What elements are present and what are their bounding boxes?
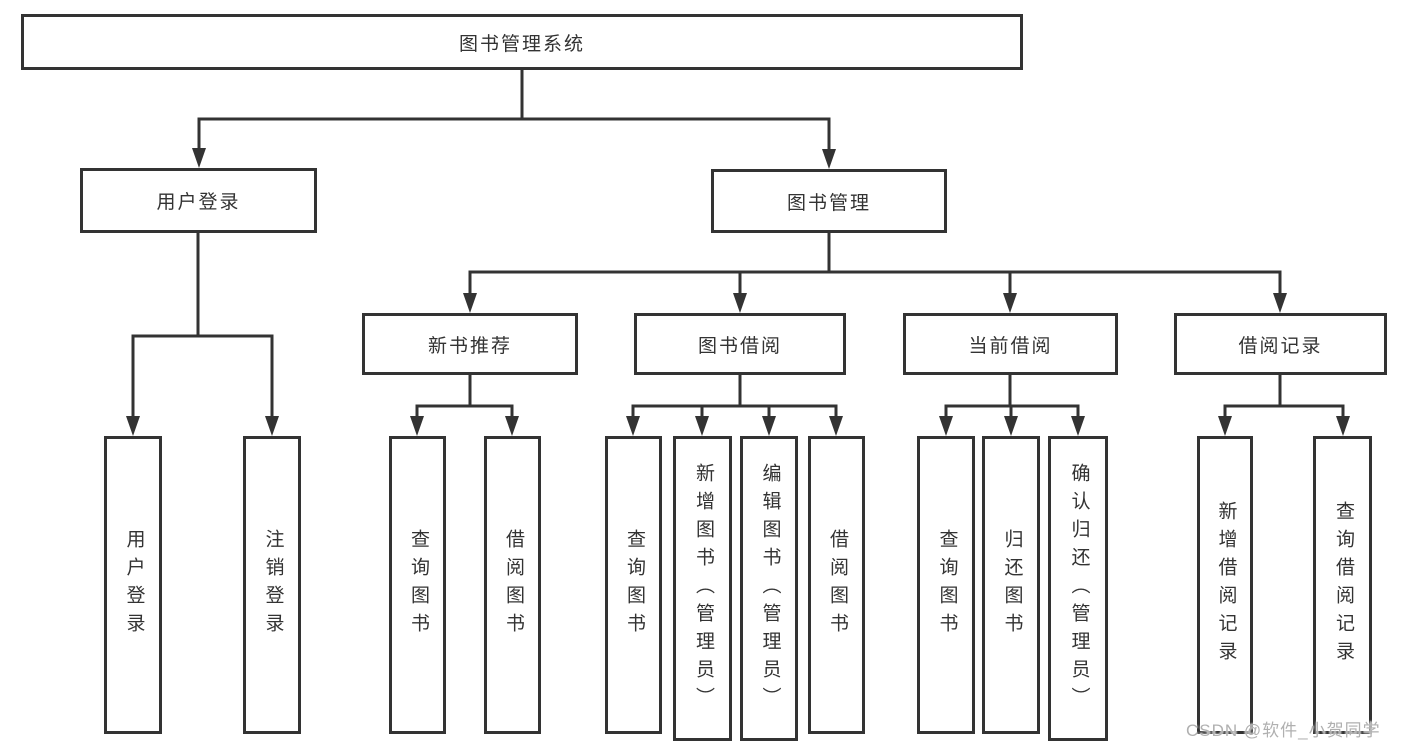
node-label: 查询借阅记录 — [1332, 501, 1354, 669]
leaf-edit-books-admin: 编辑图书（管理员） — [740, 436, 798, 741]
node-label: 图书管理系统 — [458, 33, 585, 55]
edge-root-to-children — [192, 68, 836, 169]
leaf-confirm-return-admin: 确认归还（管理员） — [1048, 436, 1108, 741]
leaf-add-borrow-record: 新增借阅记录 — [1197, 436, 1253, 734]
leaf-query-borrow-record: 查询借阅记录 — [1313, 436, 1372, 734]
node-label: 新书推荐 — [427, 335, 512, 357]
arrowhead-icon — [733, 293, 747, 313]
node-label: 图书管理 — [786, 192, 871, 214]
node-new-book-recommend: 新书推荐 — [362, 313, 578, 375]
node-label: 编辑图书（管理员） — [759, 462, 781, 715]
leaf-borrow-books-recommend: 借阅图书 — [484, 436, 541, 734]
csdn-watermark: CSDN @软件_小贺同学 — [1186, 721, 1381, 740]
edge-user-login-to-children — [126, 231, 279, 436]
node-current-borrow: 当前借阅 — [903, 313, 1118, 375]
node-label: 借阅记录 — [1238, 335, 1323, 357]
node-label: 借阅图书 — [502, 529, 524, 641]
leaf-borrow-books: 借阅图书 — [808, 436, 865, 734]
edge-new-book-recommend-to-children — [410, 373, 519, 436]
arrowhead-icon — [822, 149, 836, 169]
node-borrow-records: 借阅记录 — [1174, 313, 1387, 375]
node-label: 查询图书 — [407, 529, 429, 641]
arrowhead-icon — [1273, 293, 1287, 313]
arrowhead-icon — [695, 416, 709, 436]
arrowhead-icon — [265, 416, 279, 436]
leaf-query-books-current: 查询图书 — [917, 436, 975, 734]
node-book-management: 图书管理 — [711, 169, 947, 233]
node-label: 用户登录 — [156, 192, 241, 213]
node-user-login: 用户登录 — [80, 168, 317, 233]
node-label: 用户登录 — [123, 529, 145, 641]
edge-current-borrow-to-children — [939, 373, 1085, 436]
node-label: 注销登录 — [262, 529, 284, 641]
node-label: 新增图书（管理员） — [692, 462, 714, 715]
arrowhead-icon — [505, 416, 519, 436]
arrowhead-icon — [1218, 416, 1232, 436]
leaf-return-books: 归还图书 — [982, 436, 1040, 734]
arrowhead-icon — [829, 416, 843, 436]
arrowhead-icon — [762, 416, 776, 436]
arrowhead-icon — [1071, 416, 1085, 436]
node-book-borrow: 图书借阅 — [634, 313, 846, 375]
node-label: 查询图书 — [936, 529, 958, 641]
leaf-logout: 注销登录 — [243, 436, 301, 734]
node-library-system: 图书管理系统 — [21, 14, 1023, 70]
edge-book-management-to-children — [463, 231, 1287, 313]
node-label: 新增借阅记录 — [1215, 501, 1237, 669]
edge-book-borrow-to-children — [626, 373, 843, 436]
node-label: 图书借阅 — [697, 335, 782, 357]
arrowhead-icon — [1003, 293, 1017, 313]
arrowhead-icon — [939, 416, 953, 436]
leaf-add-books-admin: 新增图书（管理员） — [673, 436, 732, 741]
arrowhead-icon — [626, 416, 640, 436]
arrowhead-icon — [126, 416, 140, 436]
leaf-query-books-borrow: 查询图书 — [605, 436, 662, 734]
node-label: 归还图书 — [1001, 529, 1023, 641]
arrowhead-icon — [463, 293, 477, 313]
arrowhead-icon — [1336, 416, 1350, 436]
arrowhead-icon — [410, 416, 424, 436]
node-label: 借阅图书 — [826, 529, 848, 641]
leaf-query-books-recommend: 查询图书 — [389, 436, 446, 734]
node-label: 当前借阅 — [968, 335, 1053, 357]
arrowhead-icon — [192, 148, 206, 168]
node-label: 确认归还（管理员） — [1068, 462, 1090, 715]
edge-borrow-records-to-children — [1218, 373, 1350, 436]
node-label: 查询图书 — [623, 529, 645, 641]
arrowhead-icon — [1004, 416, 1018, 436]
leaf-user-login: 用户登录 — [104, 436, 162, 734]
